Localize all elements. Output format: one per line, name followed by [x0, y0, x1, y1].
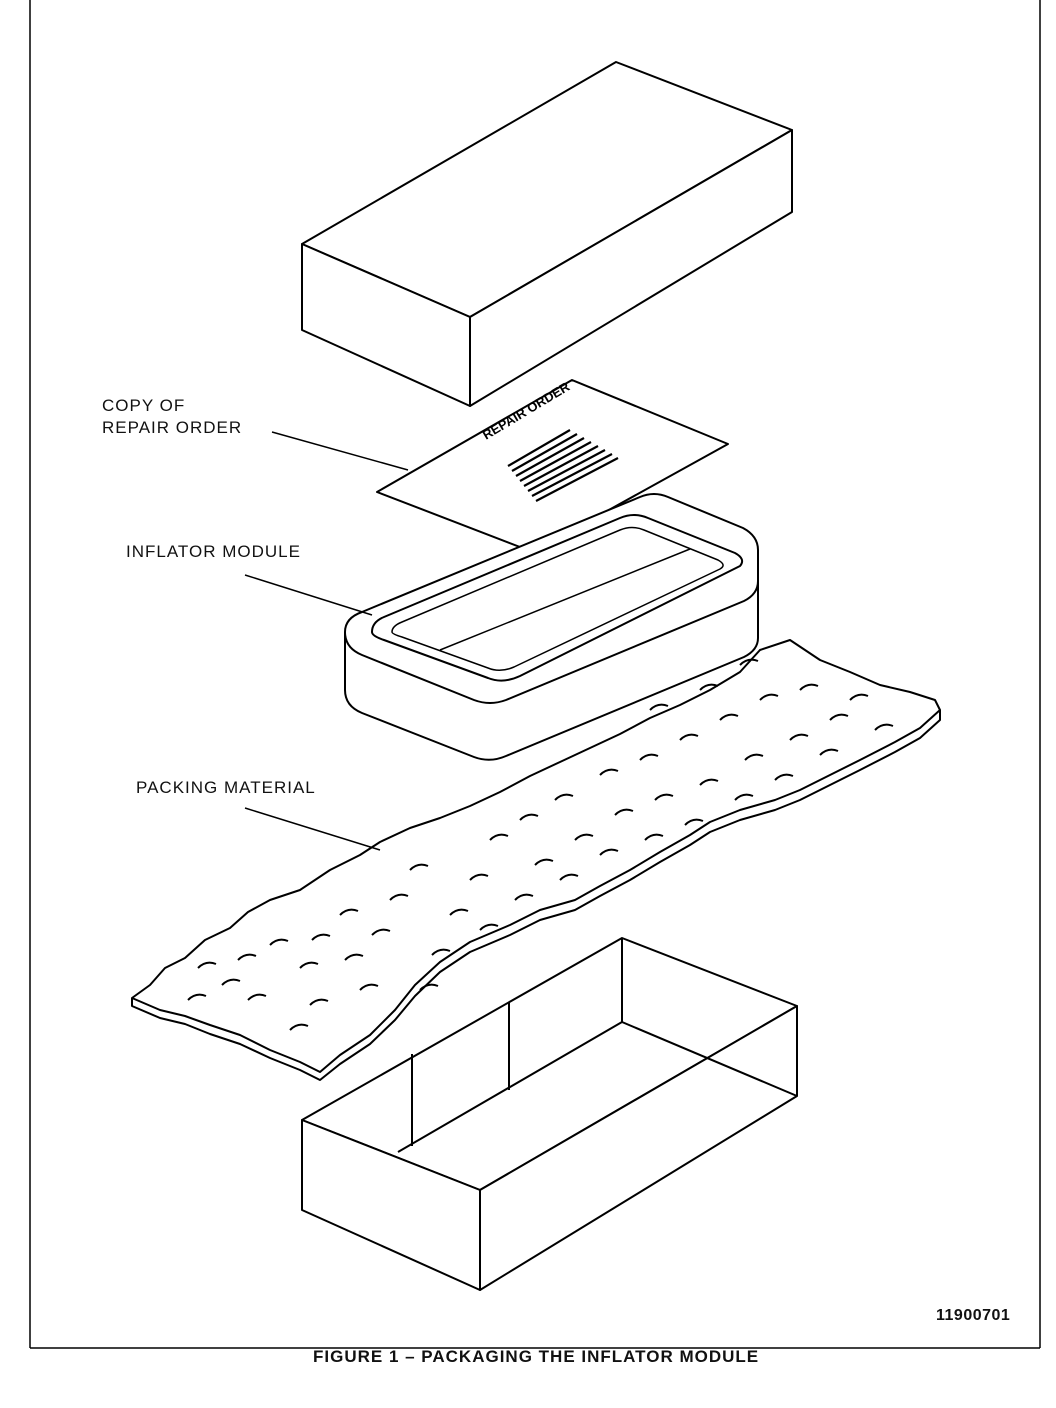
- packing-material: [131, 639, 941, 1081]
- leader-packing-material: [244, 807, 381, 851]
- label-inflator-module: INFLATOR MODULE: [126, 542, 301, 561]
- box-base: [301, 937, 798, 1291]
- box-lid: [301, 61, 793, 407]
- figure-number: 11900701: [936, 1307, 1011, 1324]
- leader-copy-of-repair-order: [271, 431, 409, 471]
- callout-leaders: [244, 431, 409, 851]
- inflator-module: [344, 493, 759, 761]
- leader-inflator-module: [244, 574, 373, 616]
- barcode-lines: [507, 429, 619, 502]
- label-copy-of-repair-order: COPY OF REPAIR ORDER: [102, 395, 242, 439]
- label-copy-line-2: REPAIR ORDER: [102, 418, 243, 437]
- label-copy-line-1: COPY OF: [102, 396, 186, 415]
- label-packing-material: PACKING MATERIAL: [136, 778, 316, 797]
- figure-caption: FIGURE 1 – PACKAGING THE INFLATOR MODULE: [313, 1347, 760, 1366]
- packing-bubbles: [187, 658, 894, 1031]
